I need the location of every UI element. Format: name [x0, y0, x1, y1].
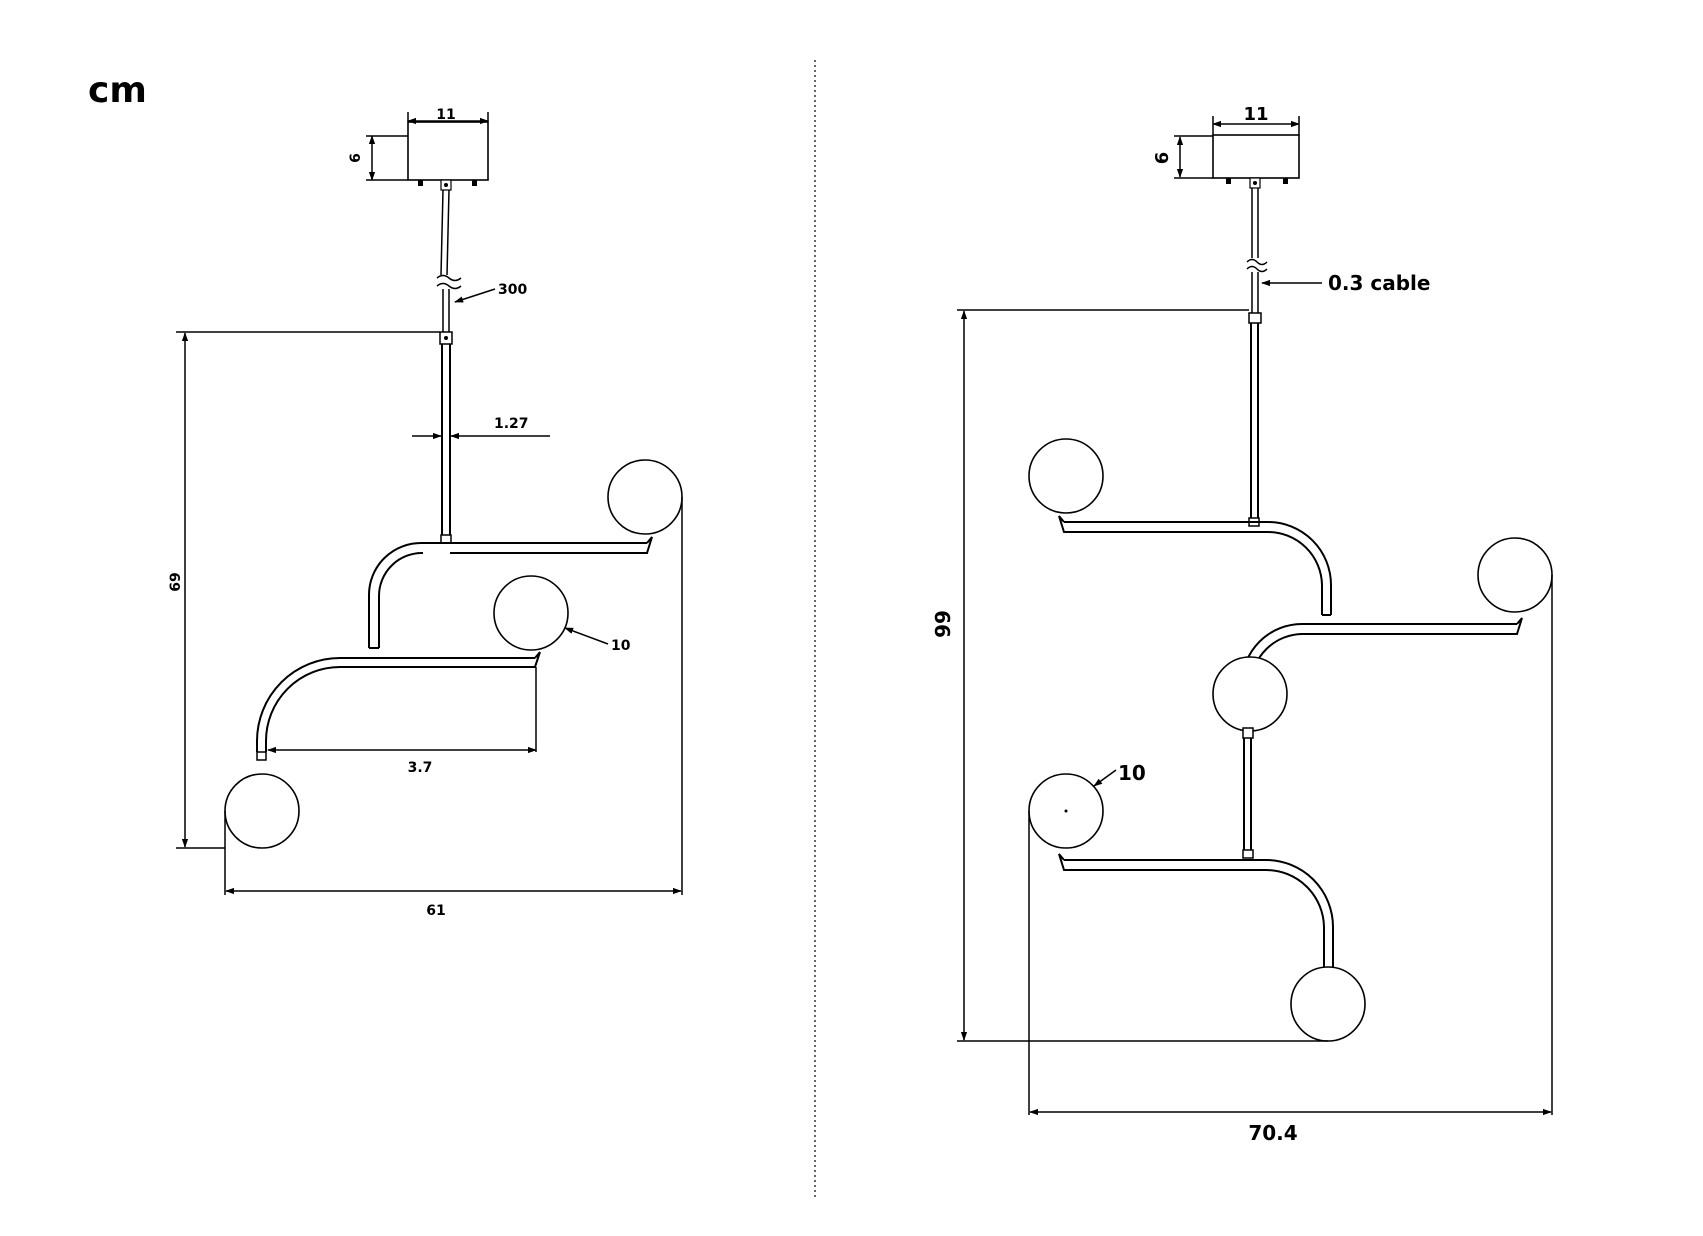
left-width-label: 61: [426, 903, 445, 919]
right-globe-center: [1212, 656, 1288, 732]
right-lower-stem: [1242, 727, 1254, 859]
left-canopy-height-label: 6: [348, 153, 364, 163]
right-bottom-arm: [1058, 853, 1334, 968]
right-rod: [1248, 312, 1262, 527]
left-cable-leader: [454, 288, 496, 303]
left-cable-length-label: 300: [498, 282, 527, 298]
left-lower-arm: [256, 651, 541, 761]
left-globe-diameter-leader: [564, 627, 609, 645]
right-globe-right: [1477, 537, 1553, 613]
left-globe-diameter-label: 10: [611, 638, 631, 654]
right-globe-diameter-label: 10: [1118, 761, 1146, 785]
left-globe-middle: [493, 575, 569, 651]
right-middle-arm: [1241, 617, 1523, 728]
right-canopy-height-label: 6: [1152, 152, 1173, 165]
right-height-label: 99: [931, 610, 955, 638]
right-globe-diameter-leader: [1093, 769, 1117, 787]
right-width-label: 70.4: [1248, 1121, 1297, 1145]
left-canopy: [407, 121, 489, 191]
left-rod: [439, 331, 453, 544]
left-globe-bottom-left: [224, 773, 300, 849]
right-view: 11 6 0.3 cable: [931, 104, 1553, 1145]
left-rod-diameter-label: 1.27: [494, 416, 529, 432]
right-canopy: [1212, 134, 1300, 189]
left-height-label: 69: [168, 572, 184, 591]
left-canopy-width-label: 11: [436, 107, 455, 123]
right-globe-bottom-right: [1290, 966, 1366, 1042]
left-cable: [436, 189, 462, 332]
left-view: 11 6 300 1.27: [168, 107, 683, 919]
left-arm-offset-label: 3.7: [408, 760, 433, 776]
left-upper-arm: [367, 536, 653, 649]
right-top-arm: [1058, 515, 1332, 616]
right-cable: [1246, 188, 1268, 313]
unit-label: cm: [88, 70, 147, 111]
left-globe-top-right: [607, 459, 683, 535]
right-canopy-width-label: 11: [1243, 104, 1268, 125]
right-cable-label: 0.3 cable: [1328, 271, 1430, 295]
right-globe-top-left: [1028, 438, 1104, 514]
